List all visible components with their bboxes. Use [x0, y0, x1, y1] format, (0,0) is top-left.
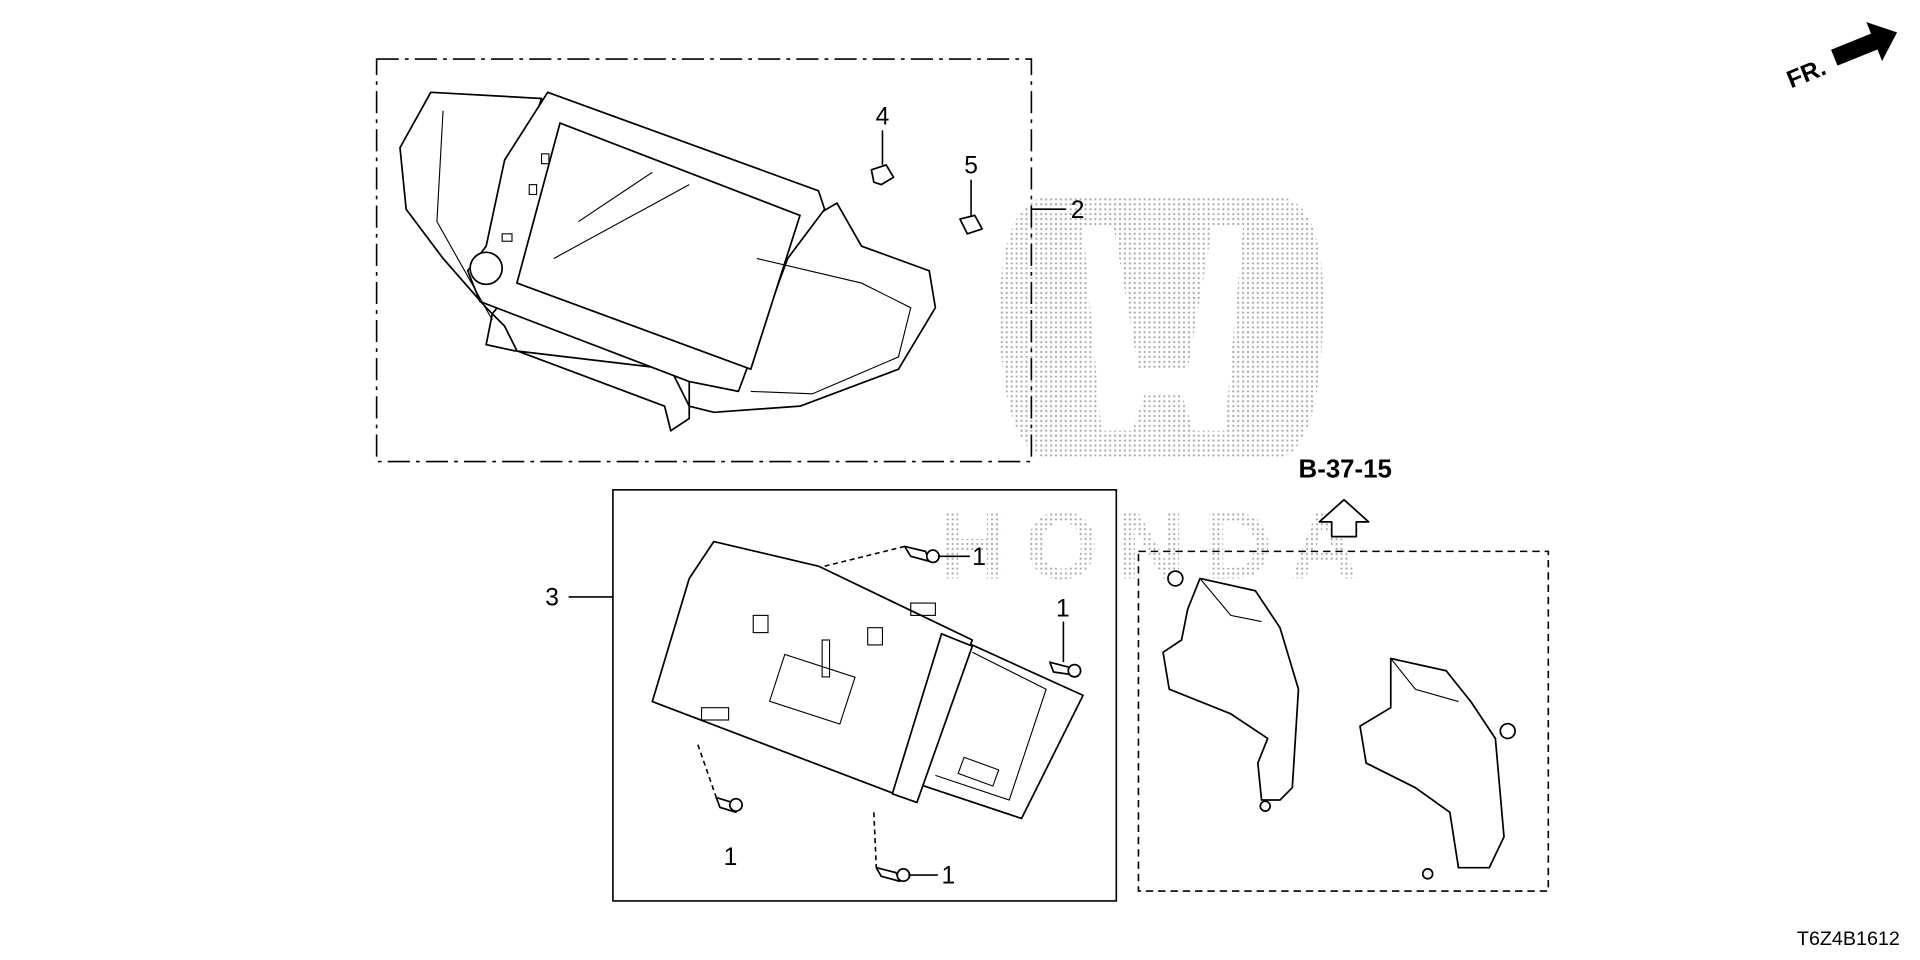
display-unit-drawing [399, 91, 937, 432]
front-direction-label: FR. [1783, 54, 1830, 94]
front-direction-indicator: FR. [1783, 22, 1898, 94]
callout-5: 5 [964, 153, 978, 180]
display-group-box [375, 58, 1033, 463]
clip-5-drawing [959, 214, 984, 235]
reference-up-arrow-icon [1318, 498, 1370, 538]
callout-3: 3 [545, 585, 559, 612]
clip-4-drawing [870, 164, 895, 186]
audio-unit-group-box [612, 489, 1118, 902]
callout-4: 4 [876, 103, 890, 130]
callout-2: 2 [1071, 197, 1085, 224]
honda-text-watermark: HONDA [938, 492, 1376, 599]
callout-1d: 1 [942, 863, 956, 890]
callout-1a: 1 [972, 544, 986, 571]
reference-code[interactable]: B-37-15 [1299, 456, 1392, 484]
callout-1b: 1 [1056, 596, 1070, 623]
front-arrow-icon [1831, 22, 1898, 66]
screw-drawings [715, 545, 1082, 883]
audio-unit-drawing [651, 540, 1084, 820]
callout-1c: 1 [724, 844, 738, 871]
honda-logo-watermark: HONDA [938, 196, 1376, 599]
bracket-group-box [1137, 550, 1550, 892]
diagram-id: T6Z4B1612 [1797, 928, 1900, 950]
bracket-drawings [1162, 570, 1516, 880]
